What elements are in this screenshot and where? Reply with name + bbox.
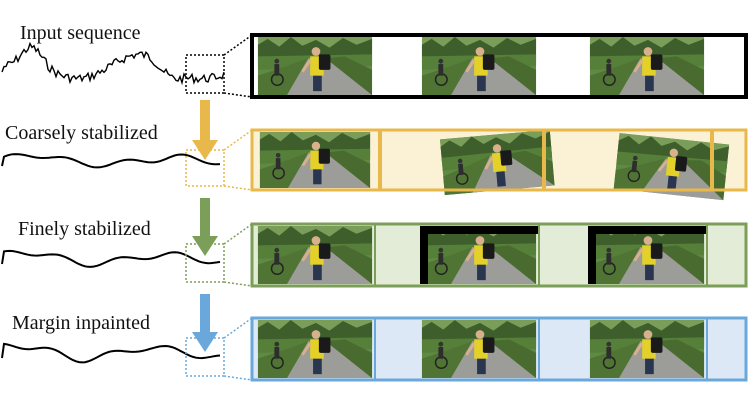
video-frame-0-2 <box>588 37 706 95</box>
zoom-box-3 <box>185 337 225 377</box>
video-frame-3-0 <box>256 320 374 378</box>
flow-arrow-shaft-3 <box>200 294 210 334</box>
video-frame-3-1 <box>420 320 538 378</box>
frame-divider-3-1 <box>538 318 540 380</box>
frame-divider-2-0 <box>374 224 376 286</box>
zoom-link-top-0 <box>223 34 253 56</box>
video-frame-3-2 <box>588 320 706 378</box>
black-margin-left-1 <box>420 226 428 284</box>
video-frame-0-1 <box>420 37 538 95</box>
frame-divider-3-2 <box>706 318 708 380</box>
black-margin-top-2 <box>588 226 706 234</box>
zoom-link-top-3 <box>223 317 253 339</box>
filmstrip-border-0 <box>250 33 748 99</box>
black-margin-left-2 <box>588 226 596 284</box>
video-frame-0-0 <box>256 37 374 95</box>
zoom-link-bottom-0 <box>223 92 253 98</box>
row-label-inpaint: Margin inpainted <box>12 312 150 334</box>
video-frame-2-0 <box>256 226 374 284</box>
frame-divider-2 <box>710 130 714 190</box>
zoom-link-bottom-2 <box>223 281 253 287</box>
row-label-coarse: Coarsely stabilized <box>5 122 158 144</box>
filmstrip-border-3 <box>250 316 748 382</box>
zoom-link-top-2 <box>223 223 253 245</box>
frame-divider-2-2 <box>706 224 708 286</box>
flow-arrow-shaft-1 <box>200 100 210 142</box>
diagram-content <box>1 33 748 382</box>
zoom-box-2 <box>185 243 225 283</box>
zoom-box-1 <box>185 149 225 187</box>
frame-divider-3-0 <box>374 318 376 380</box>
flow-arrow-shaft-2 <box>200 198 210 238</box>
trajectory-fine <box>1 249 221 268</box>
frame-divider-0 <box>378 130 382 190</box>
zoom-link-top-1 <box>223 129 253 151</box>
trajectory-inpainted <box>1 342 221 364</box>
video-frame-1-1 <box>438 129 557 196</box>
video-frame-2-1 <box>420 226 538 284</box>
flow-arrow-head-2 <box>192 236 218 256</box>
trajectory-coarse <box>1 153 221 169</box>
black-margin-top-1 <box>420 226 538 234</box>
frame-divider-2-1 <box>538 224 540 286</box>
video-frame-2-2 <box>588 226 706 284</box>
trajectory-input <box>1 41 225 86</box>
zoom-link-bottom-3 <box>223 375 253 381</box>
zoom-box-0 <box>185 54 225 94</box>
row-label-fine: Finely stabilized <box>18 218 151 240</box>
flow-arrow-head-1 <box>192 140 218 160</box>
flow-arrow-head-3 <box>192 332 218 352</box>
filmstrip-border-2 <box>250 222 748 288</box>
row-label-input: Input sequence <box>20 22 141 44</box>
frame-divider-1 <box>542 130 546 190</box>
video-frame-1-0 <box>258 132 372 188</box>
filmstrip-border-1 <box>250 128 748 192</box>
zoom-link-bottom-1 <box>223 185 253 191</box>
